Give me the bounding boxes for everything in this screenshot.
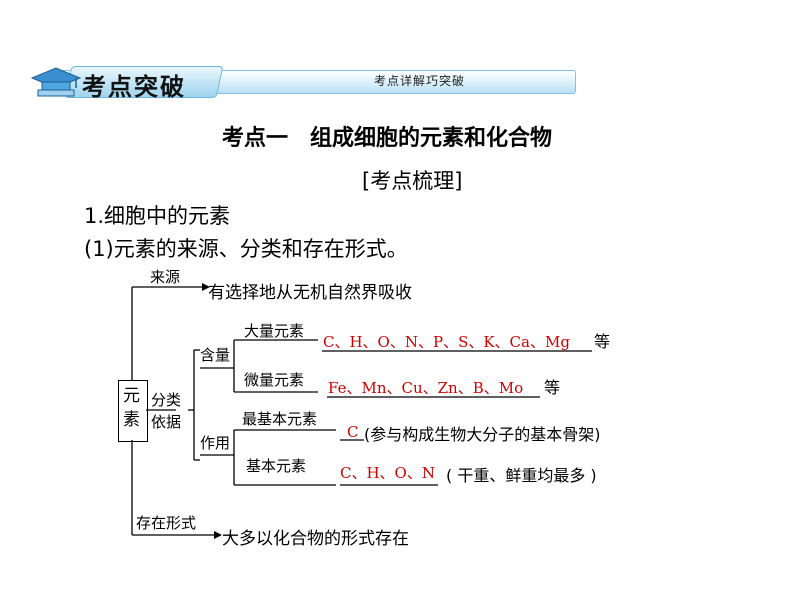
source-text: 有选择地从无机自然界吸收	[208, 283, 412, 303]
major-suffix: 等	[594, 332, 611, 351]
form-arrow-icon	[214, 531, 222, 539]
basis-label: 分类依据	[151, 391, 182, 431]
major-label: 大量元素	[244, 322, 305, 340]
form-text: 大多以化合物的形式存在	[222, 529, 409, 549]
section-heading: [考点梳理]	[362, 169, 463, 193]
banner-subtitle: 考点详解巧突破	[374, 74, 466, 88]
form-label: 存在形式	[136, 514, 197, 532]
most-basic-answer: C	[347, 423, 359, 441]
subsection-subtitle: (1)元素的来源、分类和存在形式。	[84, 237, 408, 261]
most-basic-label: 最基本元素	[242, 410, 318, 428]
function-label: 作用	[200, 434, 231, 452]
page-title: 考点一 组成细胞的元素和化合物	[222, 126, 553, 151]
section-banner: 考点突破 考点详解巧突破	[28, 62, 576, 101]
graduation-cap-icon	[30, 67, 82, 97]
trace-label: 微量元素	[244, 371, 305, 389]
trace-answer: Fe、Mn、Cu、Zn、B、Mo	[328, 379, 524, 397]
basic-label: 基本元素	[246, 457, 307, 475]
basic-suffix: ( 干重、鲜重均最多 )	[446, 466, 597, 485]
root-label: 元素	[123, 386, 140, 430]
root-box	[118, 380, 148, 442]
trace-suffix: 等	[544, 378, 561, 397]
subsection-title: 1.细胞中的元素	[84, 204, 231, 228]
source-label: 来源	[150, 268, 181, 286]
major-answer: C、H、O、N、P、S、K、Ca、Mg	[323, 333, 570, 351]
content-label: 含量	[200, 346, 231, 364]
banner-title: 考点突破	[82, 73, 186, 101]
basic-answer: C、H、O、N	[340, 464, 435, 482]
source-arrow-icon	[202, 283, 210, 291]
most-basic-suffix: (参与构成生物大分子的基本骨架)	[364, 425, 601, 444]
